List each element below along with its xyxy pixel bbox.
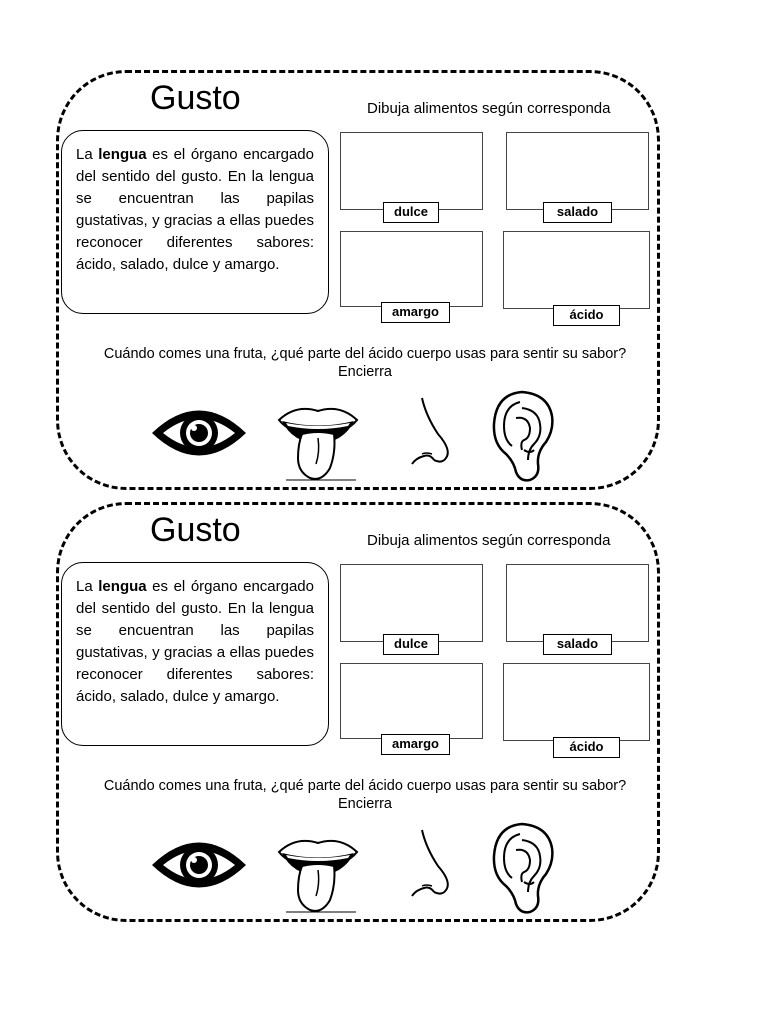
question-text: Cuándo comes una fruta, ¿qué parte del á… (60, 777, 670, 813)
ear-icon[interactable] (490, 388, 556, 484)
dashed-cut-border (56, 70, 660, 490)
question-text: Cuándo comes una fruta, ¿qué parte del á… (60, 345, 670, 381)
drawing-box-acido[interactable] (503, 663, 650, 741)
info-text-start: La (76, 578, 99, 595)
drawing-box-acido[interactable] (503, 231, 650, 309)
nose-icon[interactable] (404, 396, 456, 470)
drawing-box-dulce[interactable] (340, 132, 483, 210)
eye-icon[interactable] (148, 402, 250, 464)
drawing-box-amargo[interactable] (340, 663, 483, 739)
card-title: Gusto (150, 511, 241, 549)
flavor-label-amargo: amargo (381, 734, 450, 755)
ear-icon[interactable] (490, 820, 556, 916)
drawing-instruction: Dibuja alimentos según corresponda (367, 100, 611, 117)
flavor-label-acido: ácido (553, 737, 620, 758)
worksheet-card-1: Gusto Dibuja alimentos según corresponda… (0, 0, 768, 490)
flavor-label-acido: ácido (553, 305, 620, 326)
drawing-box-salado[interactable] (506, 132, 649, 210)
info-bold-word: lengua (98, 146, 147, 163)
drawing-box-dulce[interactable] (340, 564, 483, 642)
mouth-tongue-icon[interactable] (276, 834, 360, 916)
worksheet-card-2: Gusto Dibuja alimentos según corresponda… (0, 432, 768, 922)
question-action: Encierra (338, 796, 392, 812)
mouth-tongue-icon[interactable] (276, 402, 360, 484)
eye-icon[interactable] (148, 834, 250, 896)
card-title: Gusto (150, 79, 241, 117)
info-text-rest: es el órgano encargado del sentido del g… (76, 146, 314, 273)
info-bold-word: lengua (98, 578, 147, 595)
flavor-label-dulce: dulce (383, 634, 439, 655)
flavor-label-salado: salado (543, 202, 612, 223)
info-text-box: La lengua es el órgano encargado del sen… (61, 130, 329, 314)
info-text-rest: es el órgano encargado del sentido del g… (76, 578, 314, 705)
drawing-box-salado[interactable] (506, 564, 649, 642)
question-action: Encierra (338, 364, 392, 380)
nose-icon[interactable] (404, 828, 456, 902)
drawing-instruction: Dibuja alimentos según corresponda (367, 532, 611, 549)
info-text-start: La (76, 146, 99, 163)
flavor-label-amargo: amargo (381, 302, 450, 323)
flavor-label-dulce: dulce (383, 202, 439, 223)
dashed-cut-border (56, 502, 660, 922)
question-line: Cuándo comes una fruta, ¿qué parte del á… (103, 346, 627, 362)
drawing-box-amargo[interactable] (340, 231, 483, 307)
info-text-box: La lengua es el órgano encargado del sen… (61, 562, 329, 746)
question-line: Cuándo comes una fruta, ¿qué parte del á… (103, 778, 627, 794)
flavor-label-salado: salado (543, 634, 612, 655)
